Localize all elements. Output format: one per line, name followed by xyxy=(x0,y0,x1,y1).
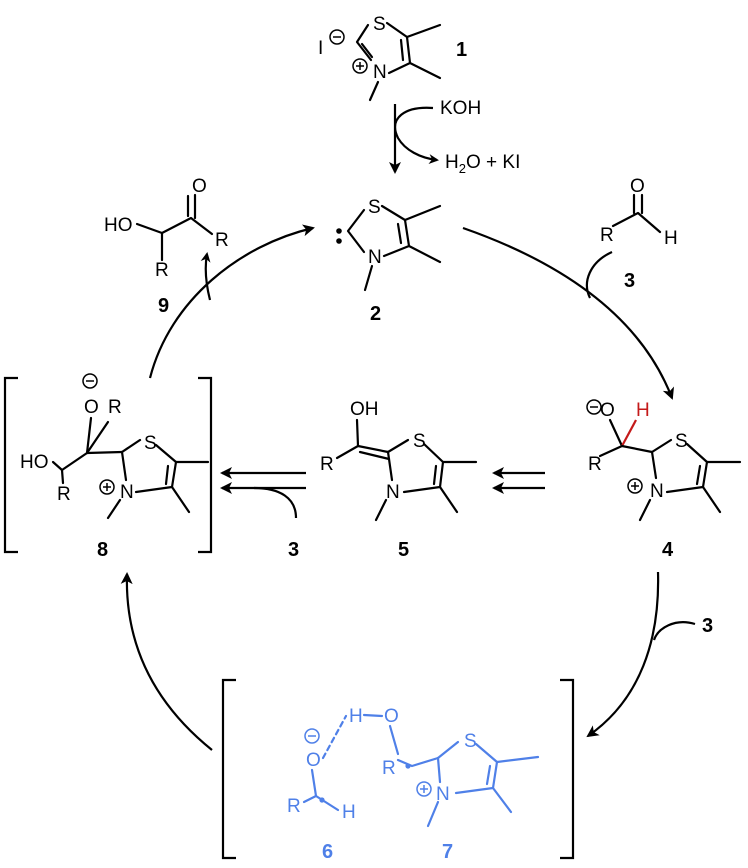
nitrogen-atom: N xyxy=(368,247,382,268)
compound-9-label: 9 xyxy=(158,295,169,317)
oxygen-atom: O xyxy=(84,397,99,418)
bridging-hydrogen: H xyxy=(349,706,363,727)
iodide-atom: I xyxy=(318,38,323,59)
r-group: R xyxy=(287,796,301,817)
r-group: R xyxy=(382,758,396,779)
arrow-3-joining xyxy=(585,250,613,299)
compound-2-label: 2 xyxy=(370,303,381,325)
sulfur-atom: S xyxy=(675,431,688,452)
compound-7-label: 7 xyxy=(442,841,453,863)
compound-5: OH R S N 5 xyxy=(320,399,478,561)
byproduct-label: H2O + KI xyxy=(445,152,520,176)
transferred-hydrogen: H xyxy=(636,400,650,421)
reagent-3-label-right: 3 xyxy=(702,615,713,637)
sulfur-atom: S xyxy=(464,731,477,752)
sulfur-atom: S xyxy=(373,14,386,35)
compound-4-label: 4 xyxy=(662,539,674,561)
nitrogen-atom: N xyxy=(650,481,664,502)
arrow-to-9 xyxy=(200,252,212,301)
compound-3-label: 3 xyxy=(624,270,635,292)
r-group: R xyxy=(588,454,602,475)
compound-8: O R HO R S N 8 xyxy=(3,373,213,561)
r-group: R xyxy=(600,225,614,246)
r-group: R xyxy=(57,484,71,505)
koh-label: KOH xyxy=(440,98,481,119)
compound-1-label: 1 xyxy=(456,39,467,61)
compound-2: S N 2 xyxy=(336,197,442,325)
arrow-8-to-2 xyxy=(148,224,315,379)
compound-3: O R H 3 xyxy=(600,176,678,292)
compound-4: O H R S N 4 xyxy=(586,399,742,561)
nitrogen-atom: N xyxy=(386,482,400,503)
hydroxyl-group: HO xyxy=(104,215,133,236)
sulfur-atom: S xyxy=(368,197,381,218)
compound-9: O HO R R 9 xyxy=(104,176,229,317)
reagent-3-label-middle: 3 xyxy=(288,539,299,561)
oxygen-atom: O xyxy=(384,706,399,727)
arrow-6-7-to-8 xyxy=(120,572,213,751)
compounds-6-7: O R H H 6 O R S N 7 xyxy=(221,678,575,863)
oxygen-atom: O xyxy=(630,176,645,197)
oxygen-atom: O xyxy=(306,750,321,771)
nitrogen-atom: N xyxy=(120,482,134,503)
sulfur-atom: S xyxy=(413,431,426,452)
compound-8-label: 8 xyxy=(97,539,108,561)
r-group: R xyxy=(215,230,229,251)
nitrogen-atom: N xyxy=(436,784,450,805)
oxygen-atom: O xyxy=(600,400,615,421)
compound-1: I S N 1 xyxy=(318,14,467,102)
hydrogen-atom: H xyxy=(664,228,678,249)
arrow-3-join-5-8 xyxy=(253,486,298,519)
right-bracket xyxy=(560,678,575,860)
nitrogen-atom: N xyxy=(373,62,387,83)
hydroxyl-group: OH xyxy=(350,399,379,420)
arrow-4-to-6-7 xyxy=(586,571,660,738)
left-bracket xyxy=(221,678,236,860)
right-bracket xyxy=(198,376,213,554)
compound-6-label: 6 xyxy=(322,841,333,863)
iodide-charge xyxy=(329,29,345,45)
cycle-arrows: 3 3 xyxy=(120,224,713,751)
oxygen-atom: O xyxy=(192,176,207,197)
left-bracket xyxy=(3,376,18,554)
r-group: R xyxy=(108,397,122,418)
arrow-2-to-4 xyxy=(462,226,674,400)
r-group: R xyxy=(155,260,169,281)
deprotonation-step: KOH H2O + KI xyxy=(389,98,520,176)
hydrogen-atom: H xyxy=(342,802,356,823)
arrow-3-join-4 xyxy=(652,621,696,641)
compound-5-label: 5 xyxy=(398,539,409,561)
sulfur-atom: S xyxy=(144,433,157,454)
r-group: R xyxy=(320,454,334,475)
hydroxyl-group: HO xyxy=(20,452,49,473)
